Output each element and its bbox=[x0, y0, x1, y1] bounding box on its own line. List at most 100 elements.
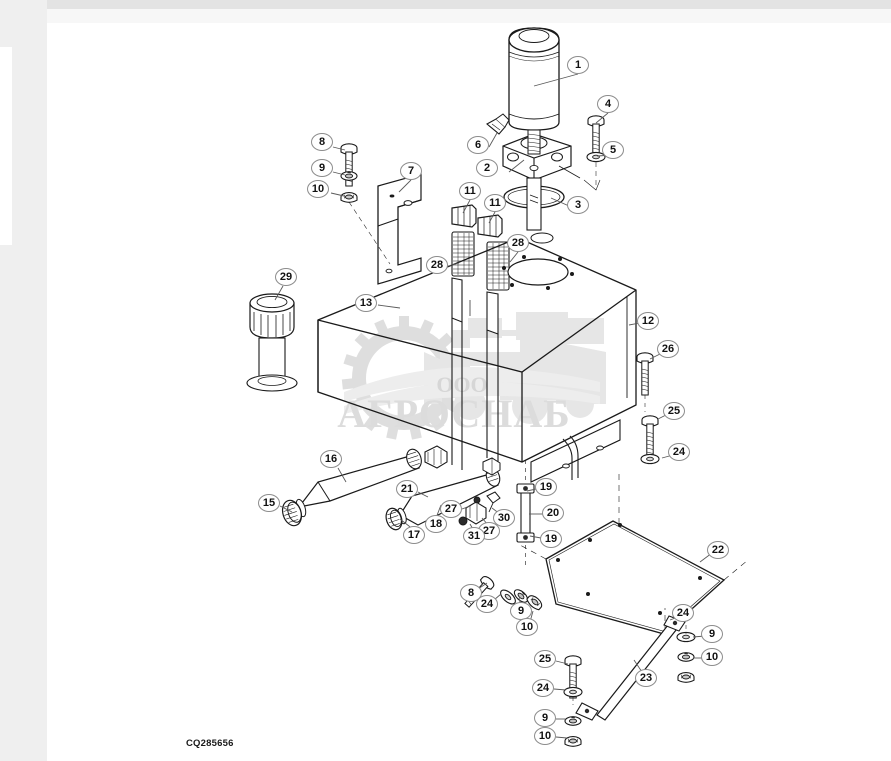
adapter-fitting-27-a bbox=[424, 445, 448, 469]
callout-hydraulic-tube-20[interactable]: 20 bbox=[542, 504, 564, 522]
page-top-gutter bbox=[0, 0, 891, 9]
callout-tube-clamp-19[interactable]: 19 bbox=[535, 478, 557, 496]
callout-hydraulic-reservoir-edge-12[interactable]: 12 bbox=[637, 312, 659, 330]
hydraulic-hose-28-a bbox=[451, 204, 477, 470]
callout-lock-washer-9[interactable]: 9 bbox=[311, 159, 333, 177]
fitting-cluster-mid bbox=[482, 457, 501, 476]
standpipe bbox=[526, 177, 542, 231]
callout-filler-cap-breather-29[interactable]: 29 bbox=[275, 268, 297, 286]
hex-nut-10-bottom-center bbox=[564, 736, 582, 747]
callout-mounting-bracket-7[interactable]: 7 bbox=[400, 162, 422, 180]
leader-line-4 bbox=[595, 112, 609, 124]
leader-line-13 bbox=[377, 304, 401, 309]
mounting-bracket bbox=[377, 173, 422, 285]
callout-hex-nut-10[interactable]: 10 bbox=[307, 180, 329, 198]
leader-line-21 bbox=[417, 491, 429, 498]
callout-hex-nut-10[interactable]: 10 bbox=[701, 648, 723, 666]
leader-line-19 bbox=[526, 488, 537, 492]
callout-flat-washer-5[interactable]: 5 bbox=[602, 141, 624, 159]
elbow-fitting-30 bbox=[486, 491, 501, 513]
callout-hex-nut-10[interactable]: 10 bbox=[516, 618, 538, 636]
leader-line-6 bbox=[488, 132, 498, 148]
callout-cap-screw-8[interactable]: 8 bbox=[460, 584, 482, 602]
reservoir-mount-flange bbox=[530, 419, 621, 483]
callout-flat-washer-24[interactable]: 24 bbox=[668, 443, 690, 461]
leader-line-1 bbox=[533, 73, 579, 87]
callout-hose-clamp-15[interactable]: 15 bbox=[258, 494, 280, 512]
callout-lock-washer-9[interactable]: 9 bbox=[701, 625, 723, 643]
callout-o-ring-seal-3[interactable]: 3 bbox=[567, 196, 589, 214]
leader-line-2 bbox=[508, 159, 525, 173]
elbow-fitting-6 bbox=[486, 113, 510, 135]
oil-filter-element bbox=[508, 27, 560, 131]
callout-adapter-fitting-27[interactable]: 27 bbox=[440, 500, 462, 518]
callout-cap-screw-25[interactable]: 25 bbox=[534, 650, 556, 668]
callout-hose-fitting-11[interactable]: 11 bbox=[459, 182, 481, 200]
cap-screw-25-right bbox=[641, 415, 659, 459]
leader-line-11 bbox=[488, 211, 496, 224]
filter-head bbox=[502, 129, 581, 181]
callout-hydraulic-hose-28[interactable]: 28 bbox=[426, 256, 448, 274]
leader-line-7 bbox=[398, 179, 412, 193]
callout-hex-nut-10[interactable]: 10 bbox=[534, 727, 556, 745]
callout-flat-washer-24[interactable]: 24 bbox=[532, 679, 554, 697]
callout-cap-screw-4[interactable]: 4 bbox=[597, 95, 619, 113]
leader-line-19 bbox=[529, 535, 542, 539]
callout-flat-washer-24[interactable]: 24 bbox=[476, 595, 498, 613]
leader-line-24 bbox=[553, 688, 567, 691]
callout-cap-screw-25[interactable]: 25 bbox=[663, 402, 685, 420]
leader-line-11 bbox=[462, 199, 471, 214]
hex-nut-10-top bbox=[340, 192, 358, 203]
leader-line-9 bbox=[332, 171, 346, 176]
leader-line-8 bbox=[332, 146, 346, 151]
callout-hose-clamp-21[interactable]: 21 bbox=[396, 480, 418, 498]
callout-cap-screw-8[interactable]: 8 bbox=[311, 133, 333, 151]
tube-clamp-19-upper bbox=[516, 483, 535, 494]
flat-washer-24-bottom-center bbox=[563, 686, 583, 698]
callout-brace-rod-23[interactable]: 23 bbox=[635, 669, 657, 687]
callout-elbow-fitting-30[interactable]: 30 bbox=[493, 509, 515, 527]
hydraulic-hose-28-b bbox=[477, 214, 510, 462]
callout-hydraulic-hose-28[interactable]: 28 bbox=[507, 234, 529, 252]
leader-line-10 bbox=[555, 736, 568, 739]
plug-31 bbox=[458, 496, 481, 526]
callout-fitting-elbow-6[interactable]: 6 bbox=[467, 136, 489, 154]
callout-hydraulic-reservoir-13[interactable]: 13 bbox=[355, 294, 377, 312]
flat-washer-24-right bbox=[640, 453, 660, 465]
page-left-gutter-notch bbox=[0, 47, 12, 245]
leader-line-10 bbox=[330, 192, 345, 197]
leader-line-28 bbox=[447, 262, 460, 267]
page-top-gutter-secondary bbox=[47, 9, 891, 23]
callout-oil-filter-element-1[interactable]: 1 bbox=[567, 56, 589, 74]
callout-hose-clamp-17[interactable]: 17 bbox=[403, 526, 425, 544]
hex-nut-10-bottom-right bbox=[677, 672, 695, 683]
leader-line-16 bbox=[337, 467, 347, 483]
callout-suction-hose-16[interactable]: 16 bbox=[320, 450, 342, 468]
leader-line-15 bbox=[279, 505, 293, 513]
hydraulic-reservoir bbox=[317, 232, 637, 463]
callout-plug-31[interactable]: 31 bbox=[463, 527, 485, 545]
leader-line-29 bbox=[274, 285, 284, 301]
lock-washer-9-bottom-center bbox=[564, 716, 582, 726]
callout-flat-washer-24[interactable]: 24 bbox=[672, 604, 694, 622]
callout-tube-clamp-19[interactable]: 19 bbox=[540, 530, 562, 548]
callout-filter-head-2[interactable]: 2 bbox=[476, 159, 498, 177]
tube-clamp-19-lower bbox=[516, 532, 535, 543]
hose-clamp-17 bbox=[385, 507, 403, 531]
leader-line-28 bbox=[509, 251, 519, 263]
filler-cap-breather bbox=[246, 293, 298, 392]
callout-cap-screw-26[interactable]: 26 bbox=[657, 340, 679, 358]
callout-guard-plate-22[interactable]: 22 bbox=[707, 541, 729, 559]
brace-rod bbox=[575, 615, 686, 721]
leader-line-25 bbox=[555, 660, 569, 665]
leader-line-27 bbox=[461, 505, 471, 510]
hose-clamp-21-upper bbox=[406, 448, 422, 470]
lock-washer-9-top bbox=[340, 171, 358, 181]
adapter-fitting-27-b bbox=[465, 501, 487, 525]
callout-return-hose-18[interactable]: 18 bbox=[425, 515, 447, 533]
lock-washer-9-bottom-right bbox=[677, 652, 695, 662]
callout-lock-washer-9[interactable]: 9 bbox=[534, 709, 556, 727]
callout-hose-fitting-11[interactable]: 11 bbox=[484, 194, 506, 212]
